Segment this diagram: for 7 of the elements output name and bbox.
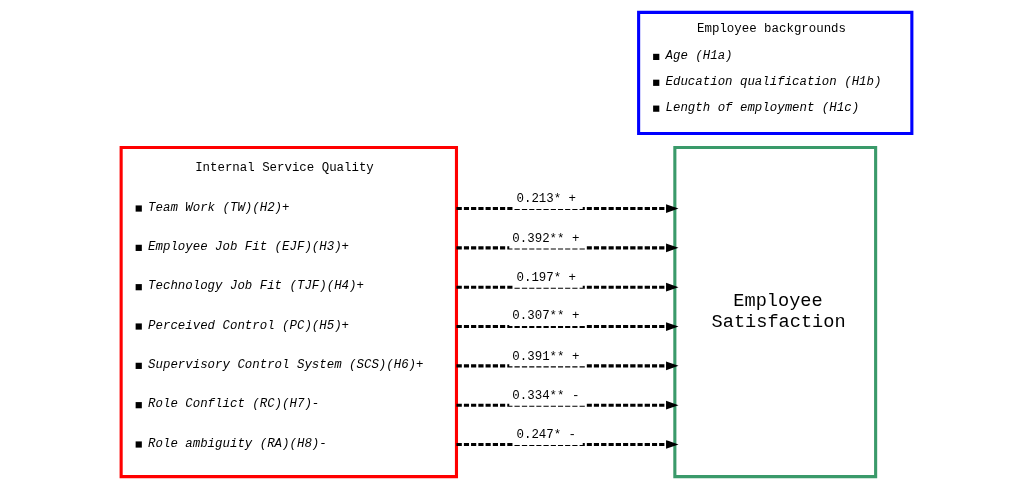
edge-label: 0.392** + (511, 231, 579, 246)
edge-label: 0.213* + (516, 192, 576, 207)
edge-label: 0.247* - (516, 428, 576, 443)
edge-label: 0.197* + (516, 271, 576, 286)
edge-label: 0.391** + (511, 349, 579, 364)
edge-label: 0.334** - (511, 389, 579, 404)
edge-label: 0.307** + (511, 309, 579, 324)
